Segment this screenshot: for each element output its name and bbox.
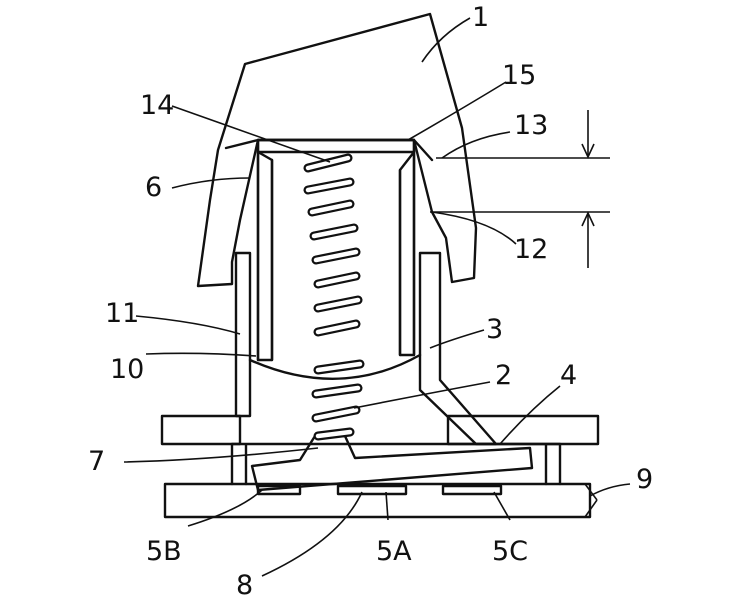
label-7: 7 bbox=[88, 446, 105, 477]
label-13: 13 bbox=[514, 110, 548, 141]
label-2: 2 bbox=[495, 360, 512, 391]
label-1: 1 bbox=[472, 2, 489, 33]
label-11: 11 bbox=[105, 298, 139, 329]
label-4: 4 bbox=[560, 360, 577, 391]
coil-spring bbox=[308, 158, 360, 436]
label-9: 9 bbox=[636, 464, 653, 495]
support-plate bbox=[162, 416, 598, 444]
label-8: 8 bbox=[236, 570, 253, 601]
reference-labels: 1 15 13 14 6 12 11 10 3 2 4 7 9 5B 5A 5C… bbox=[88, 2, 653, 601]
leader-lines bbox=[124, 18, 630, 576]
label-12: 12 bbox=[514, 234, 548, 265]
keytop bbox=[198, 14, 476, 286]
label-15: 15 bbox=[502, 60, 536, 91]
base-plate bbox=[165, 484, 597, 517]
label-14: 14 bbox=[140, 90, 174, 121]
label-5c: 5C bbox=[492, 536, 528, 567]
label-3: 3 bbox=[486, 314, 503, 345]
label-10: 10 bbox=[110, 354, 144, 385]
label-6: 6 bbox=[145, 172, 162, 203]
label-5a: 5A bbox=[376, 536, 412, 567]
label-5b: 5B bbox=[146, 536, 182, 567]
